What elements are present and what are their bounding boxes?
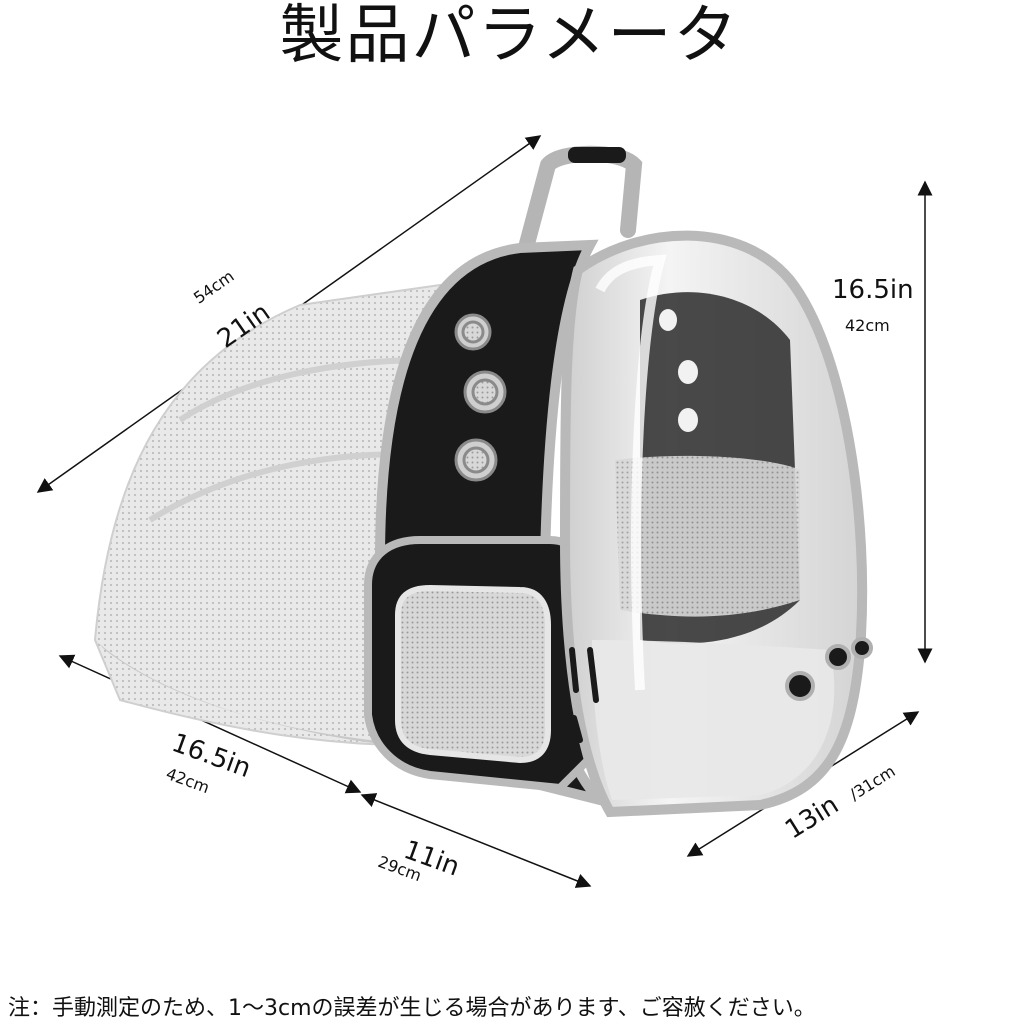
dome-air-holes (659, 309, 698, 432)
height-inches-label: 16.5in (832, 275, 914, 305)
mesh-extension (93, 283, 441, 747)
length-dimension-line (58, 654, 362, 794)
side-air-holes (785, 637, 873, 701)
depth-dimension-line (360, 793, 592, 888)
height-cm-label: 42cm (845, 316, 890, 335)
zipper-pulls (569, 647, 599, 743)
pocket-mesh-window (395, 584, 551, 764)
air-vent-holes (454, 313, 507, 482)
page-title: 製品パラメータ (279, 0, 740, 73)
measurement-note: 注：手動測定のため、1〜3cmの誤差が生じる場合があります、ご容赦ください。 (8, 996, 816, 1021)
